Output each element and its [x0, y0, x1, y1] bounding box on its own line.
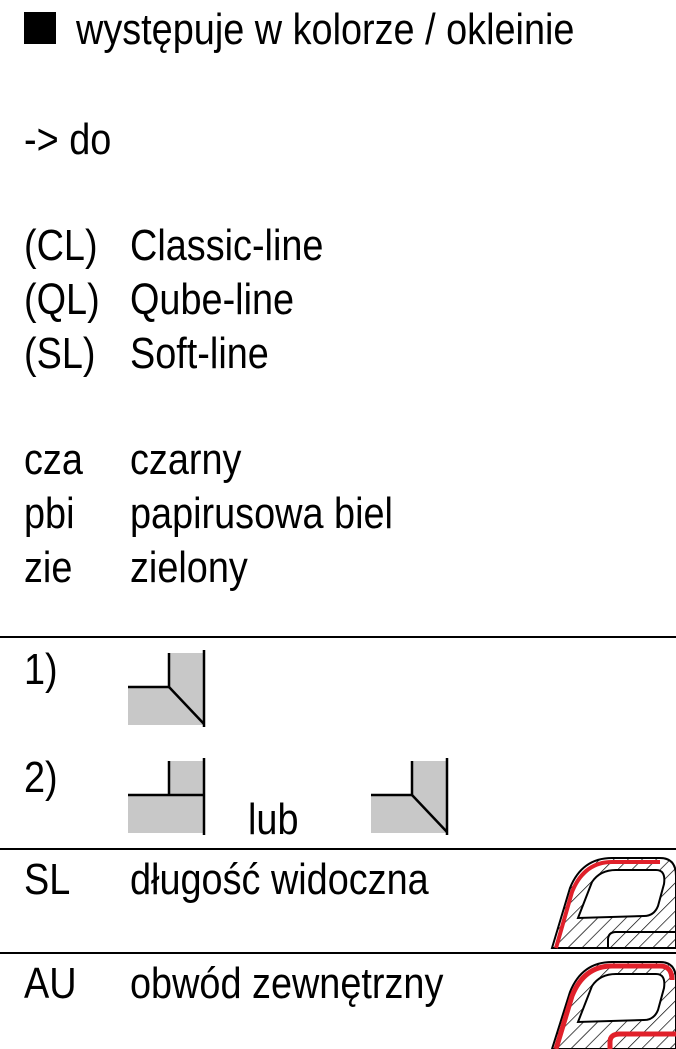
note-1-label: 1) [24, 645, 58, 694]
measure-code-sl: SL [24, 855, 71, 904]
note-2-label: 2) [24, 753, 58, 802]
line-code-cl: (CL) [24, 221, 98, 270]
measure-name-au: obwód zewnętrzny [130, 959, 444, 1008]
or-label: lub [248, 795, 299, 844]
color-square-icon [24, 12, 56, 44]
measure-name-sl: długość widoczna [130, 855, 429, 904]
color-code-cza: cza [24, 435, 83, 484]
divider [0, 848, 676, 850]
color-name-pbi: papirusowa biel [130, 489, 393, 538]
arrow-label: -> do [24, 115, 112, 164]
butt-joint-vertical-icon [371, 758, 449, 835]
color-code-pbi: pbi [24, 489, 75, 538]
profile-visible-length-icon [550, 857, 676, 949]
color-code-zie: zie [24, 543, 73, 592]
butt-joint-horizontal-icon [128, 758, 206, 835]
profile-outer-perimeter-icon [550, 961, 676, 1049]
miter-joint-icon [128, 650, 206, 727]
divider [0, 952, 676, 954]
line-name-cl: Classic-line [130, 221, 324, 270]
line-name-sl: Soft-line [130, 329, 269, 378]
divider [0, 636, 676, 638]
color-name-cza: czarny [130, 435, 242, 484]
line-code-ql: (QL) [24, 275, 100, 324]
legend-square-label: występuje w kolorze / okleinie [76, 5, 575, 54]
color-name-zie: zielony [130, 543, 248, 592]
line-code-sl: (SL) [24, 329, 96, 378]
measure-code-au: AU [24, 959, 77, 1008]
line-name-ql: Qube-line [130, 275, 295, 324]
